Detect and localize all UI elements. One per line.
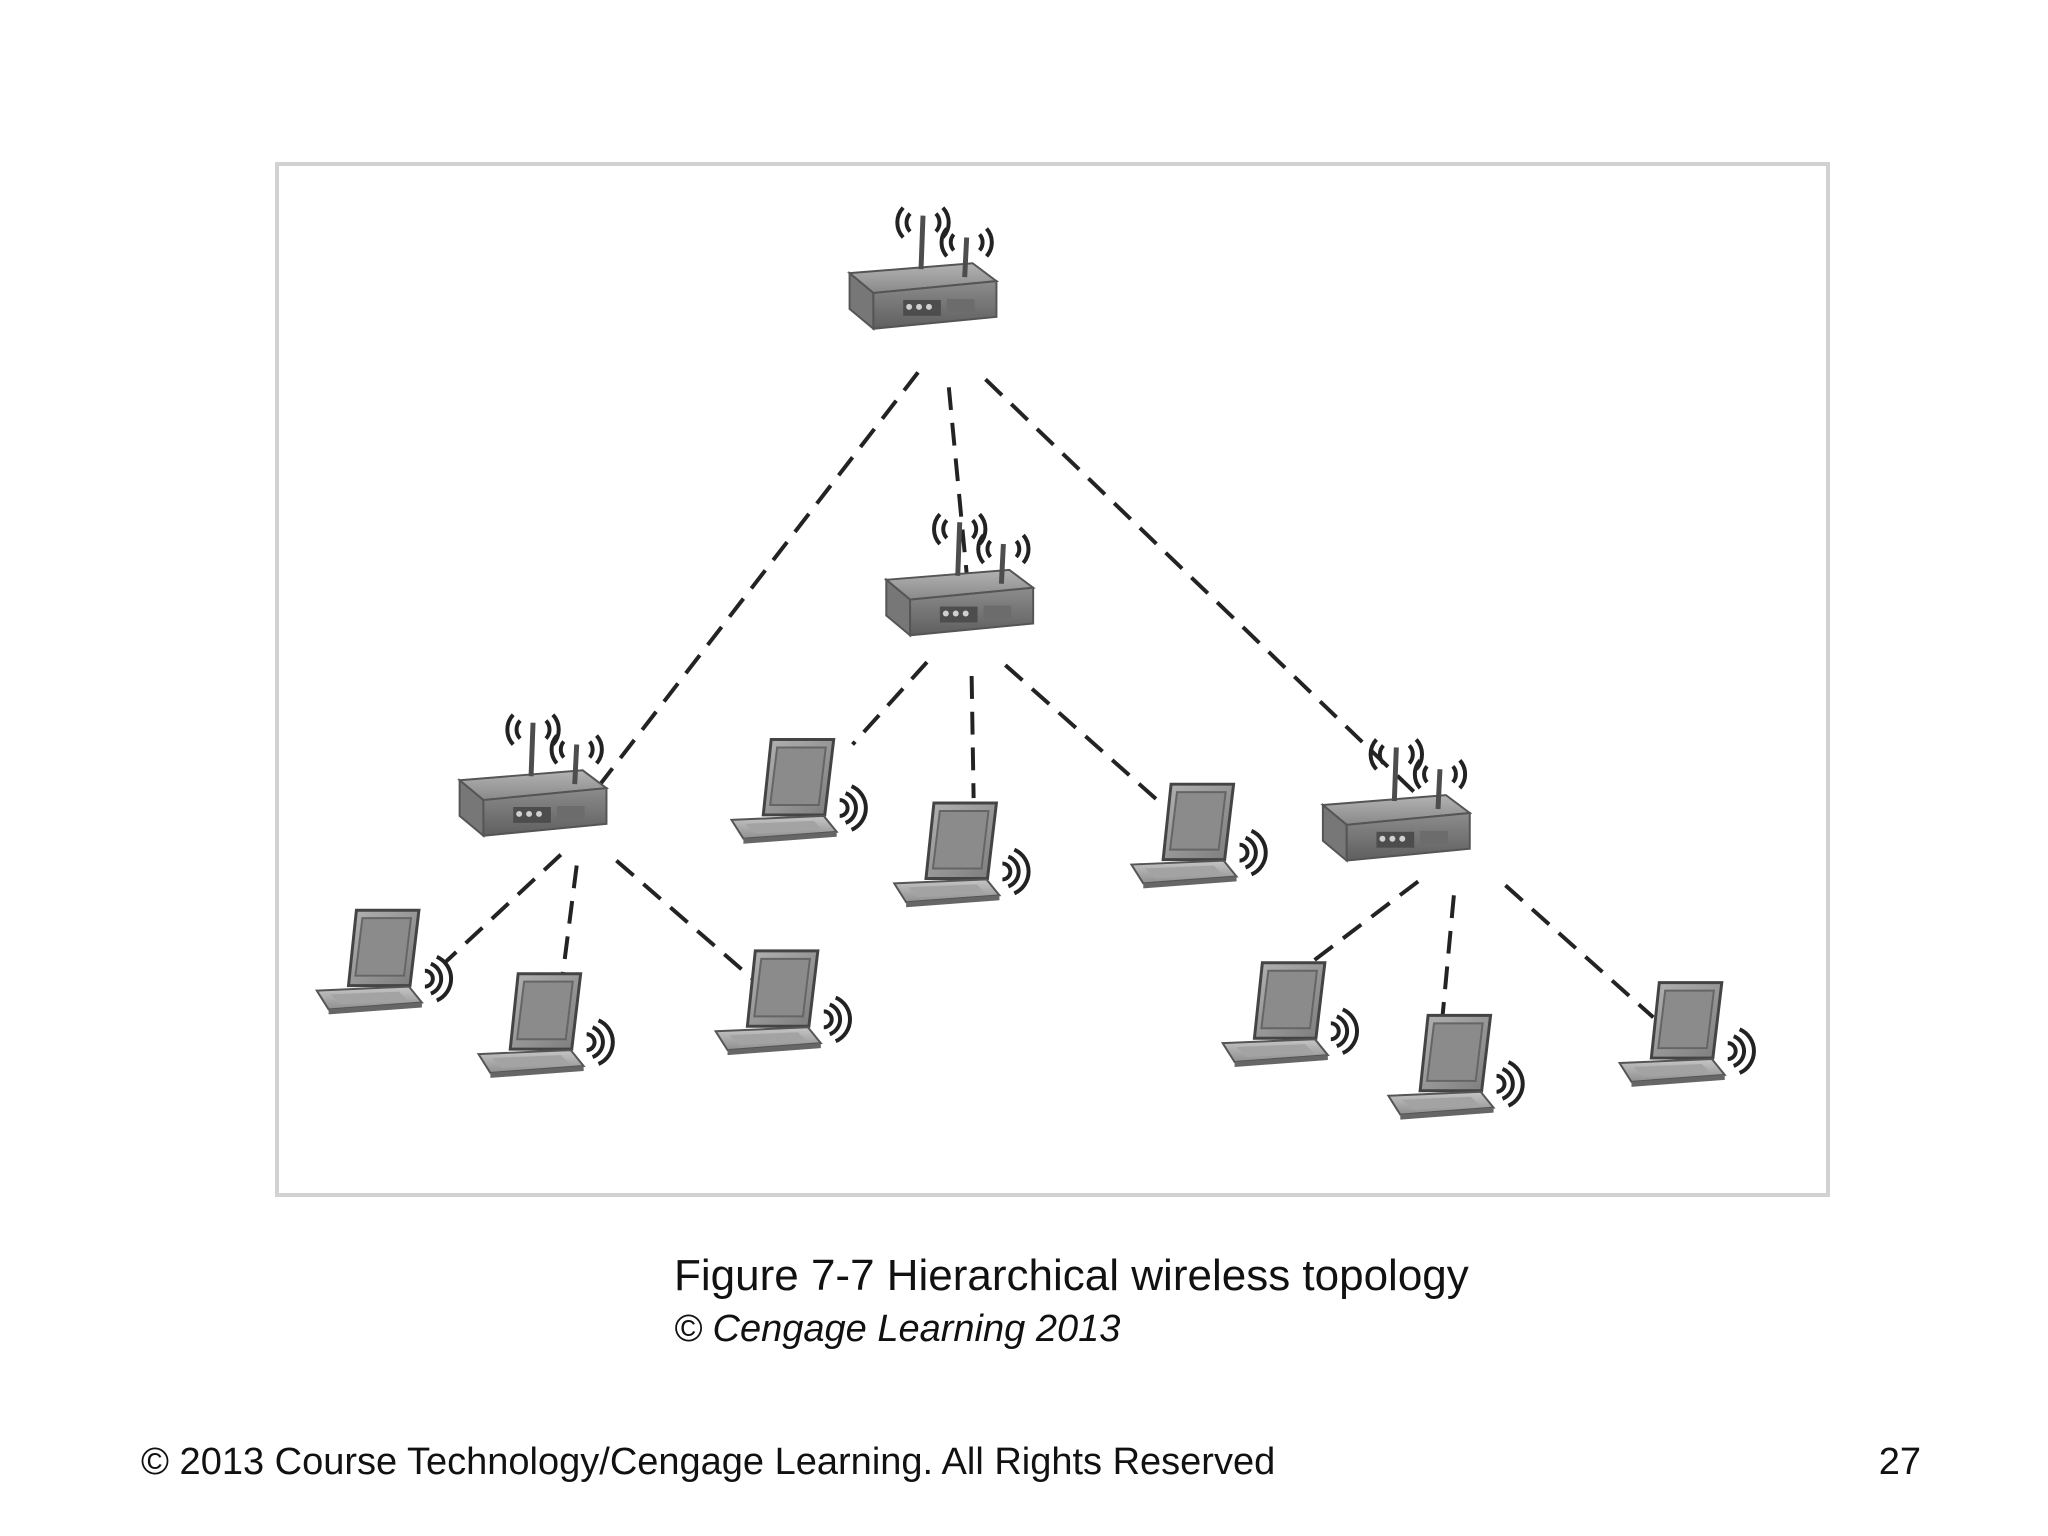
link-middle-ap-to-laptop-3 — [1004, 663, 1167, 809]
figure-panel — [275, 162, 1830, 1197]
footer-copyright: © 2013 Course Technology/Cengage Learnin… — [141, 1441, 1276, 1483]
right-group-laptop-1-icon — [1220, 960, 1360, 1069]
link-left-ap-to-laptop-1 — [444, 853, 563, 964]
middle-group-laptop-2-icon — [892, 801, 1031, 910]
figure-caption: Figure 7-7 Hierarchical wireless topolog… — [674, 1251, 1469, 1300]
link-middle-ap-to-laptop-1 — [851, 660, 929, 746]
right-group-laptop-3-icon — [1617, 980, 1756, 1089]
network-links — [444, 371, 1655, 1023]
middle-group-laptop-3-icon — [1129, 782, 1268, 891]
left-group-laptop-1-icon — [314, 908, 454, 1017]
link-left-ap-to-laptop-3 — [615, 859, 776, 1000]
root-access-point-icon — [850, 208, 997, 329]
link-top-to-left-ap — [591, 371, 920, 796]
figure-credit: © Cengage Learning 2013 — [674, 1308, 1121, 1350]
left-group-laptop-2-icon — [476, 971, 615, 1080]
link-left-ap-to-laptop-2 — [558, 865, 579, 990]
link-top-to-middle-ap — [946, 387, 972, 605]
link-top-to-right-ap — [984, 377, 1439, 816]
middle-group-laptop-1-icon — [729, 737, 868, 846]
figure-caption-block: Figure 7-7 Hierarchical wireless topolog… — [674, 1248, 1574, 1354]
link-right-ap-to-laptop-1 — [1297, 879, 1420, 974]
link-right-ap-to-laptop-3 — [1504, 883, 1655, 1019]
middle-access-point-icon — [886, 514, 1033, 635]
left-access-point-icon — [460, 715, 607, 836]
link-middle-ap-to-laptop-2 — [969, 675, 976, 799]
page-number: 27 — [1878, 1441, 1921, 1483]
link-right-ap-to-laptop-2 — [1439, 895, 1456, 1023]
right-group-laptop-2-icon — [1386, 1013, 1525, 1122]
right-access-point-icon — [1323, 740, 1470, 861]
hierarchical-wireless-topology-diagram — [314, 166, 1756, 1122]
